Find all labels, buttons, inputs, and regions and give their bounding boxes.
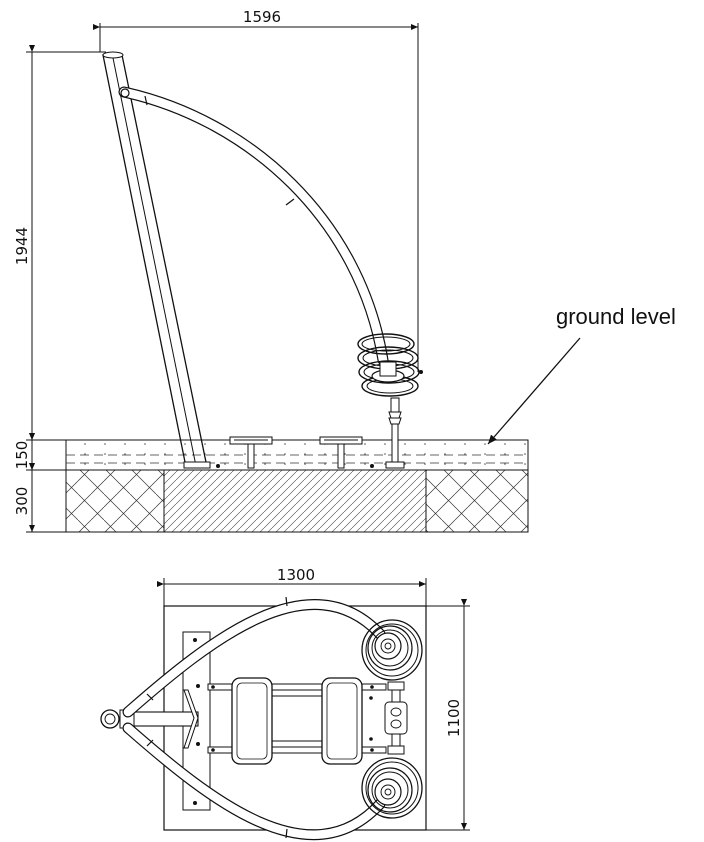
dimension-width-bottom: 1300 bbox=[157, 566, 427, 606]
dimension-label-300: 300 bbox=[13, 487, 31, 516]
arc-arm-upper bbox=[122, 596, 386, 718]
ground-layers bbox=[65, 439, 529, 533]
dimension-label-height-total: 1944 bbox=[13, 227, 31, 265]
dimension-height-300: 300 bbox=[13, 463, 35, 532]
inclined-mast bbox=[102, 51, 220, 469]
side-view: 1596 1944 150 300 bbox=[13, 8, 676, 533]
dimension-label-width-bottom: 1300 bbox=[277, 566, 315, 584]
seat-side-1 bbox=[229, 436, 273, 469]
dimension-label-width-top: 1596 bbox=[243, 8, 281, 26]
dimension-width-top: 1596 bbox=[93, 8, 419, 372]
ground-level-label: ground level bbox=[556, 304, 676, 329]
spring-top-upper bbox=[361, 619, 423, 681]
dimension-height-total: 1944 bbox=[13, 45, 106, 533]
curved-arm bbox=[118, 86, 389, 366]
arc-arm-lower bbox=[122, 722, 386, 841]
spring-top-lower bbox=[361, 757, 423, 819]
top-view: 1300 1100 bbox=[100, 566, 470, 841]
dimension-height-150: 150 bbox=[13, 433, 35, 470]
spring-assembly bbox=[357, 333, 423, 469]
dimension-depth-bottom: 1100 bbox=[426, 599, 470, 831]
ground-level-arrow bbox=[487, 337, 581, 445]
dimension-label-depth-bottom: 1100 bbox=[445, 699, 463, 737]
center-linkage bbox=[384, 681, 408, 755]
seat-top-1 bbox=[231, 677, 273, 765]
seat-side-2 bbox=[319, 436, 363, 469]
seat-top-2 bbox=[321, 677, 363, 765]
dimension-label-150: 150 bbox=[13, 441, 31, 470]
